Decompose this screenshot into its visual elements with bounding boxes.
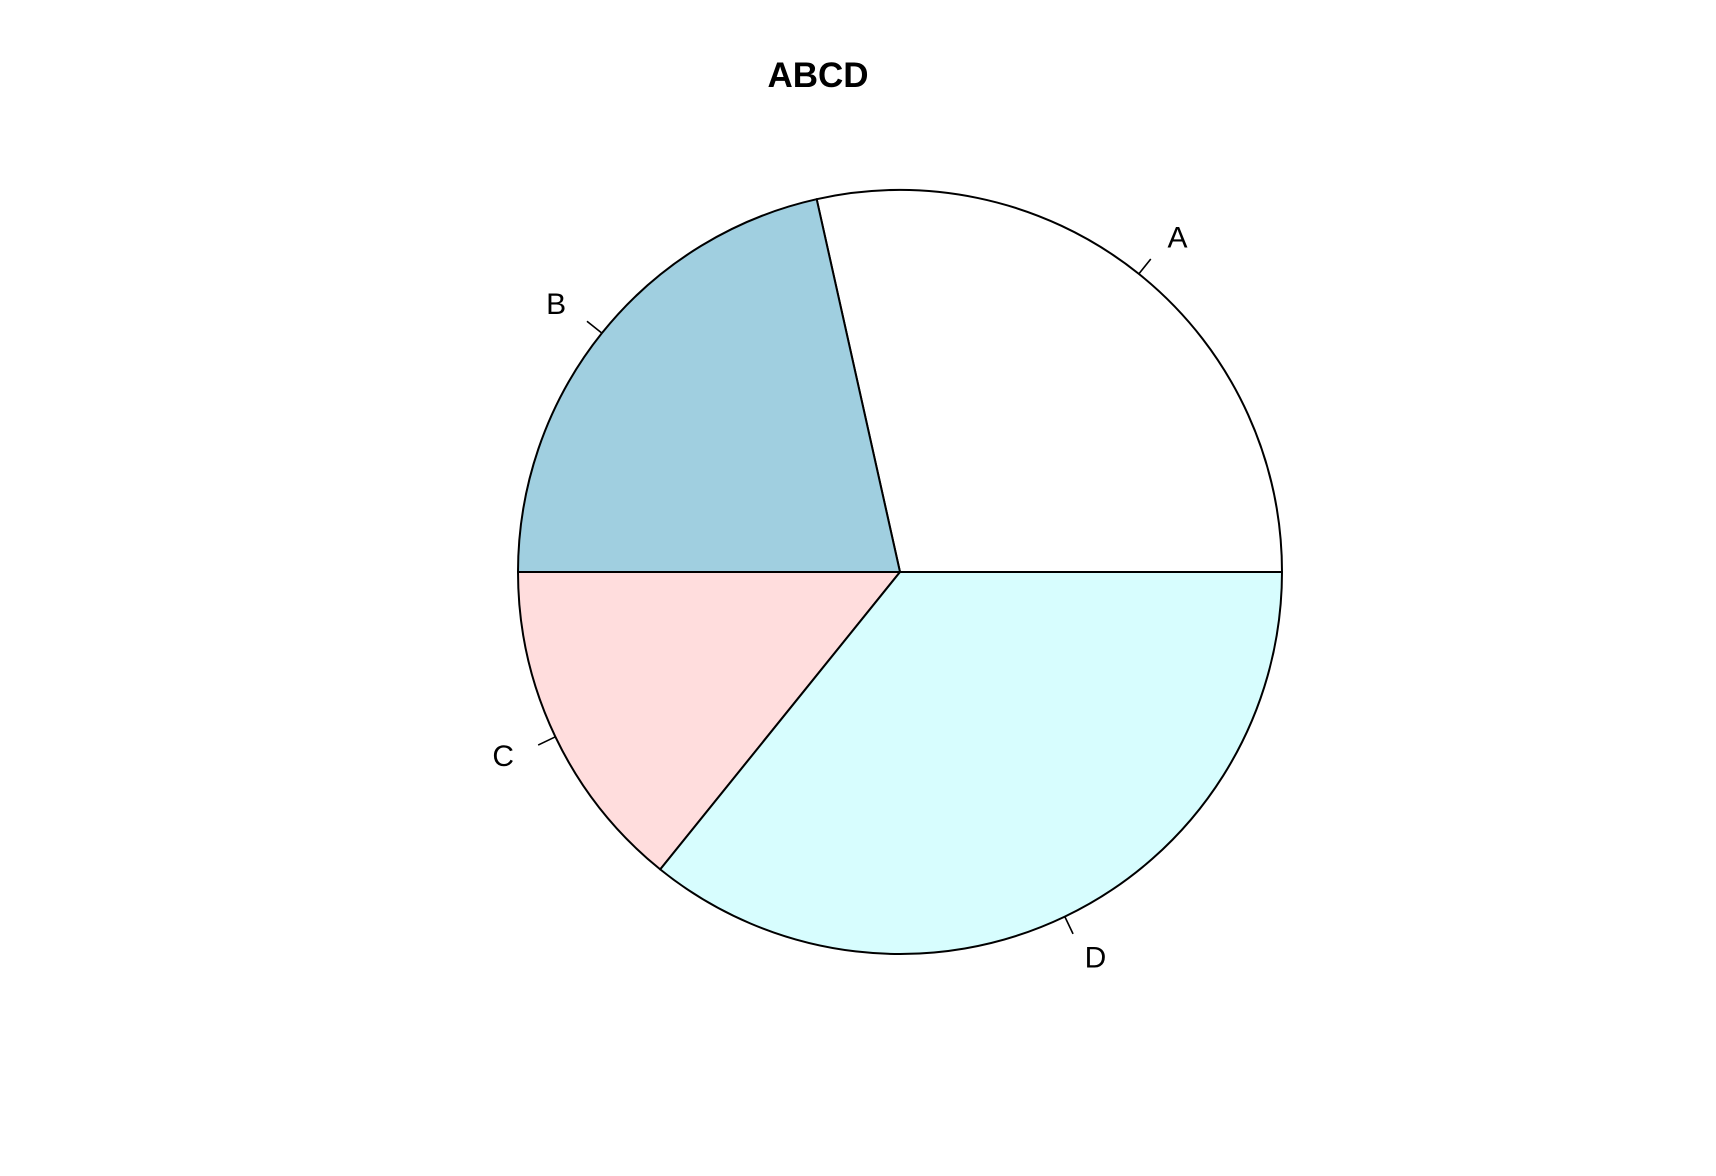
slice-labels: A B C D [492, 222, 1187, 975]
label-ticks [537, 258, 1152, 935]
tick-b [586, 320, 603, 334]
slice-label-b: B [546, 288, 566, 321]
chart-title: ABCD [767, 56, 869, 95]
pie-slices [517, 189, 1283, 956]
pie-slice-d [659, 571, 1283, 956]
slice-label-d: D [1085, 941, 1107, 974]
slice-label-a: A [1168, 222, 1188, 255]
pie-slice-c [517, 571, 901, 871]
tick-a [1138, 258, 1152, 275]
pie-slice-a [815, 189, 1283, 573]
tick-d [1064, 916, 1074, 935]
tick-c [537, 736, 556, 746]
pie-slice-b [517, 198, 901, 573]
slice-label-c: C [492, 740, 514, 773]
